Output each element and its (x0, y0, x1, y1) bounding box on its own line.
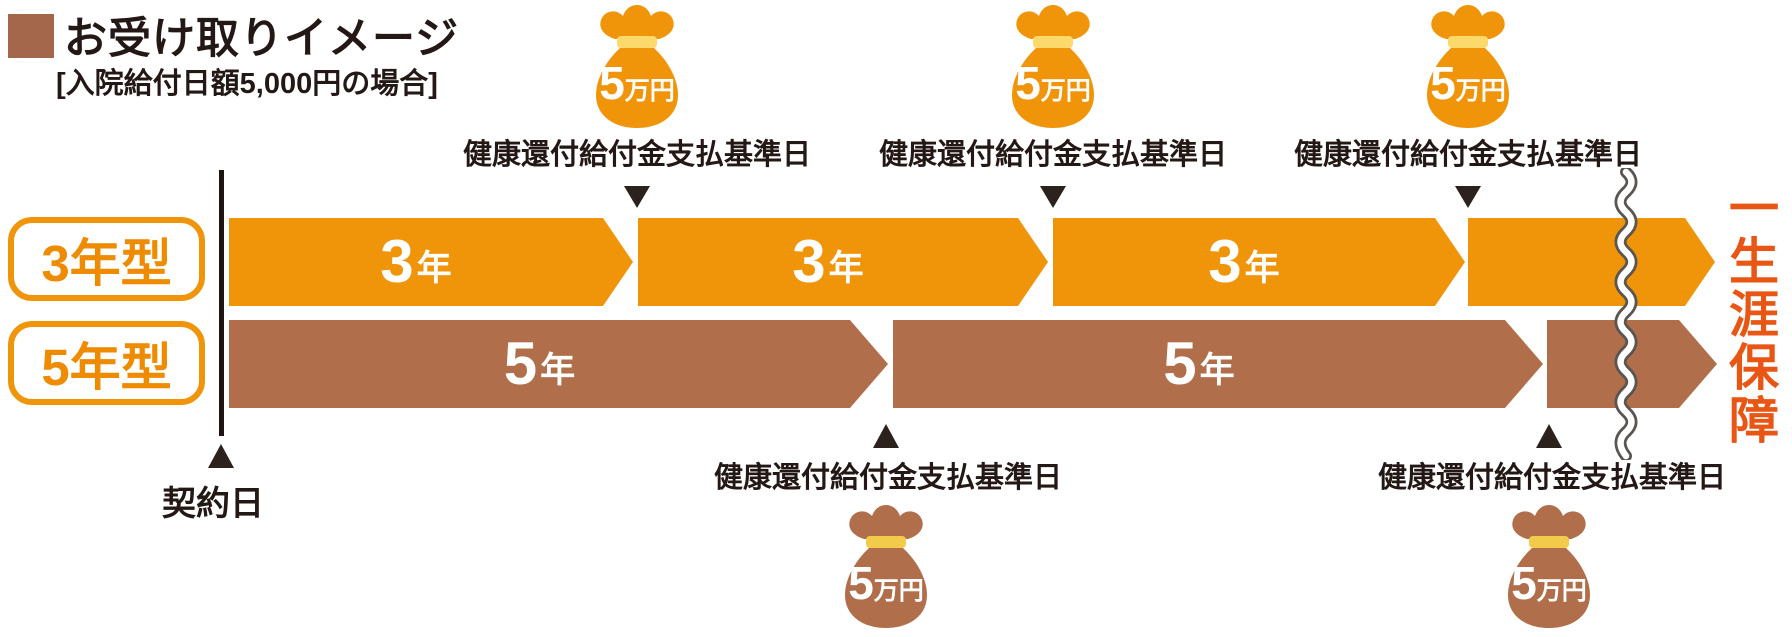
payout-amount-number: 5 (848, 557, 874, 609)
money-bag-icon: 5万円 (1497, 502, 1601, 630)
payout-amount-number: 5 (599, 57, 625, 109)
money-bag-icon: 5万円 (1416, 2, 1520, 130)
money-bag-graphic (1012, 5, 1094, 128)
base-date-label: 健康還付給付金支払基準日 (462, 139, 812, 171)
down-triangle-marker-icon (1040, 186, 1066, 208)
up-triangle-marker-icon (873, 424, 899, 448)
segment-years-unit: 年 (1244, 248, 1280, 288)
payout-amount-unit: 万円 (873, 577, 924, 605)
payout-amount: 5万円 (1416, 60, 1520, 106)
money-bag-icon: 5万円 (1001, 2, 1105, 130)
payout-amount: 5万円 (834, 560, 938, 606)
segment-years-number: 3 (792, 228, 826, 295)
page-subtitle: [入院給付日額5,000円の場合] (56, 68, 438, 100)
segment-years-number: 3 (1208, 228, 1242, 295)
money-bag-graphic (845, 505, 927, 628)
up-triangle-marker-icon (1536, 424, 1562, 448)
segment-years-number: 5 (503, 330, 538, 397)
contract-date-line (219, 170, 224, 436)
segment-years-unit: 年 (416, 248, 452, 288)
base-date-label: 健康還付給付金支払基準日 (878, 139, 1228, 171)
segment-years-number: 3 (380, 228, 414, 295)
payout-amount: 5万円 (1001, 60, 1105, 106)
lifetime-guarantee-label: 一生涯保障 (1722, 182, 1778, 447)
base-date-label: 健康還付給付金支払基準日 (1377, 462, 1727, 494)
money-bag-icon: 5万円 (834, 502, 938, 630)
payout-amount-number: 5 (1430, 57, 1456, 109)
arrow-segment-3year-4 (1468, 218, 1715, 306)
payout-amount: 5万円 (1497, 560, 1601, 606)
payout-amount-unit: 万円 (1536, 577, 1587, 605)
timeline-break-wave-icon (1614, 168, 1638, 460)
money-bag-graphic (1427, 5, 1509, 128)
segment-years-number: 5 (1163, 330, 1197, 397)
payout-amount-unit: 万円 (1455, 77, 1506, 105)
down-triangle-marker-icon (1455, 186, 1481, 208)
title-bullet-square (8, 14, 54, 58)
down-triangle-marker-icon (624, 186, 650, 208)
money-bag-graphic (596, 5, 678, 128)
page-title: お受け取りイメージ (64, 15, 460, 63)
segment-years-unit: 年 (828, 248, 864, 288)
segment-years-unit: 年 (1199, 350, 1235, 390)
money-bag-icon: 5万円 (585, 2, 689, 130)
payout-amount-unit: 万円 (624, 77, 675, 105)
money-bag-graphic (1508, 505, 1590, 628)
payout-amount-number: 5 (1511, 557, 1537, 609)
payout-amount-number: 5 (1015, 57, 1041, 109)
payout-amount: 5万円 (585, 60, 689, 106)
segment-label (1575, 256, 1578, 268)
base-date-label: 健康還付給付金支払基準日 (713, 462, 1063, 494)
type-badge-5year: 5年型 (8, 321, 205, 405)
up-triangle-marker-icon (208, 444, 234, 468)
payout-amount-unit: 万円 (1040, 77, 1091, 105)
type-badge-3year: 3年型 (8, 217, 205, 301)
base-date-label: 健康還付給付金支払基準日 (1293, 139, 1643, 171)
contract-date-label: 契約日 (162, 485, 264, 523)
segment-years-unit: 年 (540, 350, 576, 390)
